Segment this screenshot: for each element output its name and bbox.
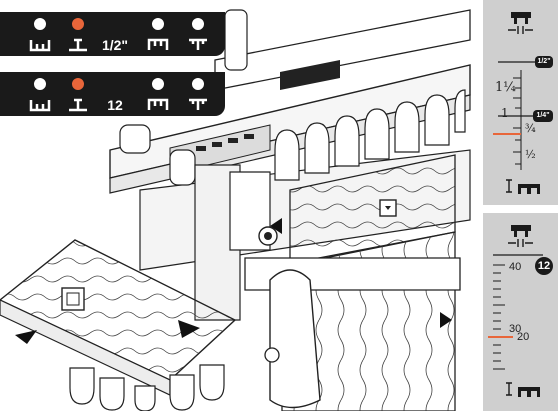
width-arrows-icon [508,26,533,34]
left-knobs [119,9,248,186]
scale-label: 1 [501,106,509,120]
indicator-icons: 12 [0,95,225,115]
socket-up-icon [147,38,169,50]
scale-label: ¾ [525,122,536,135]
scale-badge: 1/2" [535,56,553,68]
scale-label: 30 [509,323,522,335]
pin-icon [518,184,540,194]
indicator-dot [191,17,205,31]
indicator-dot [33,17,47,31]
pin-up-icon [189,98,207,110]
socket-icon [511,12,531,24]
indicator-strip-12mm: 12 [0,72,225,116]
pin-down-icon [69,38,87,52]
imperial-gauge-panel: 1/2" 1/4" 1¼ 1 ¾ ½ [483,0,558,205]
metric-scale [488,225,543,397]
scale-label: 40 [509,261,522,273]
indicator-dot [151,77,165,91]
size-label: 12 [107,97,123,113]
scale-badge: 1/4" [533,110,553,122]
indicator-dot-active [71,17,85,31]
scale-label: 1¼ [495,80,516,95]
socket-down-icon [29,100,51,112]
socket-down-icon [29,40,51,52]
size-label: 1/2" [101,37,129,53]
width-arrows-icon [508,239,533,247]
metric-gauge-panel: 12 40 30 20 [483,213,558,411]
scale-badge: 12 [535,257,553,275]
finger-assembly [274,89,466,181]
socket-icon [511,225,531,237]
indicator-dots [0,75,225,95]
scale-label: 20 [517,331,530,343]
indicator-dot [151,17,165,31]
socket-up-icon [147,98,169,110]
indicator-dot [33,77,47,91]
indicator-dot [191,77,205,91]
pin-icon [518,387,540,397]
pin-down-icon [69,98,87,112]
indicator-strip-half-inch: 1/2" [0,12,225,56]
indicator-dots [0,15,225,35]
imperial-scale [493,12,543,194]
scale-label: ½ [525,148,536,161]
clamp-lever [269,269,321,409]
indicator-icons: 1/2" [0,35,225,55]
indicator-dot-active [71,77,85,91]
pin-up-icon [189,38,207,50]
